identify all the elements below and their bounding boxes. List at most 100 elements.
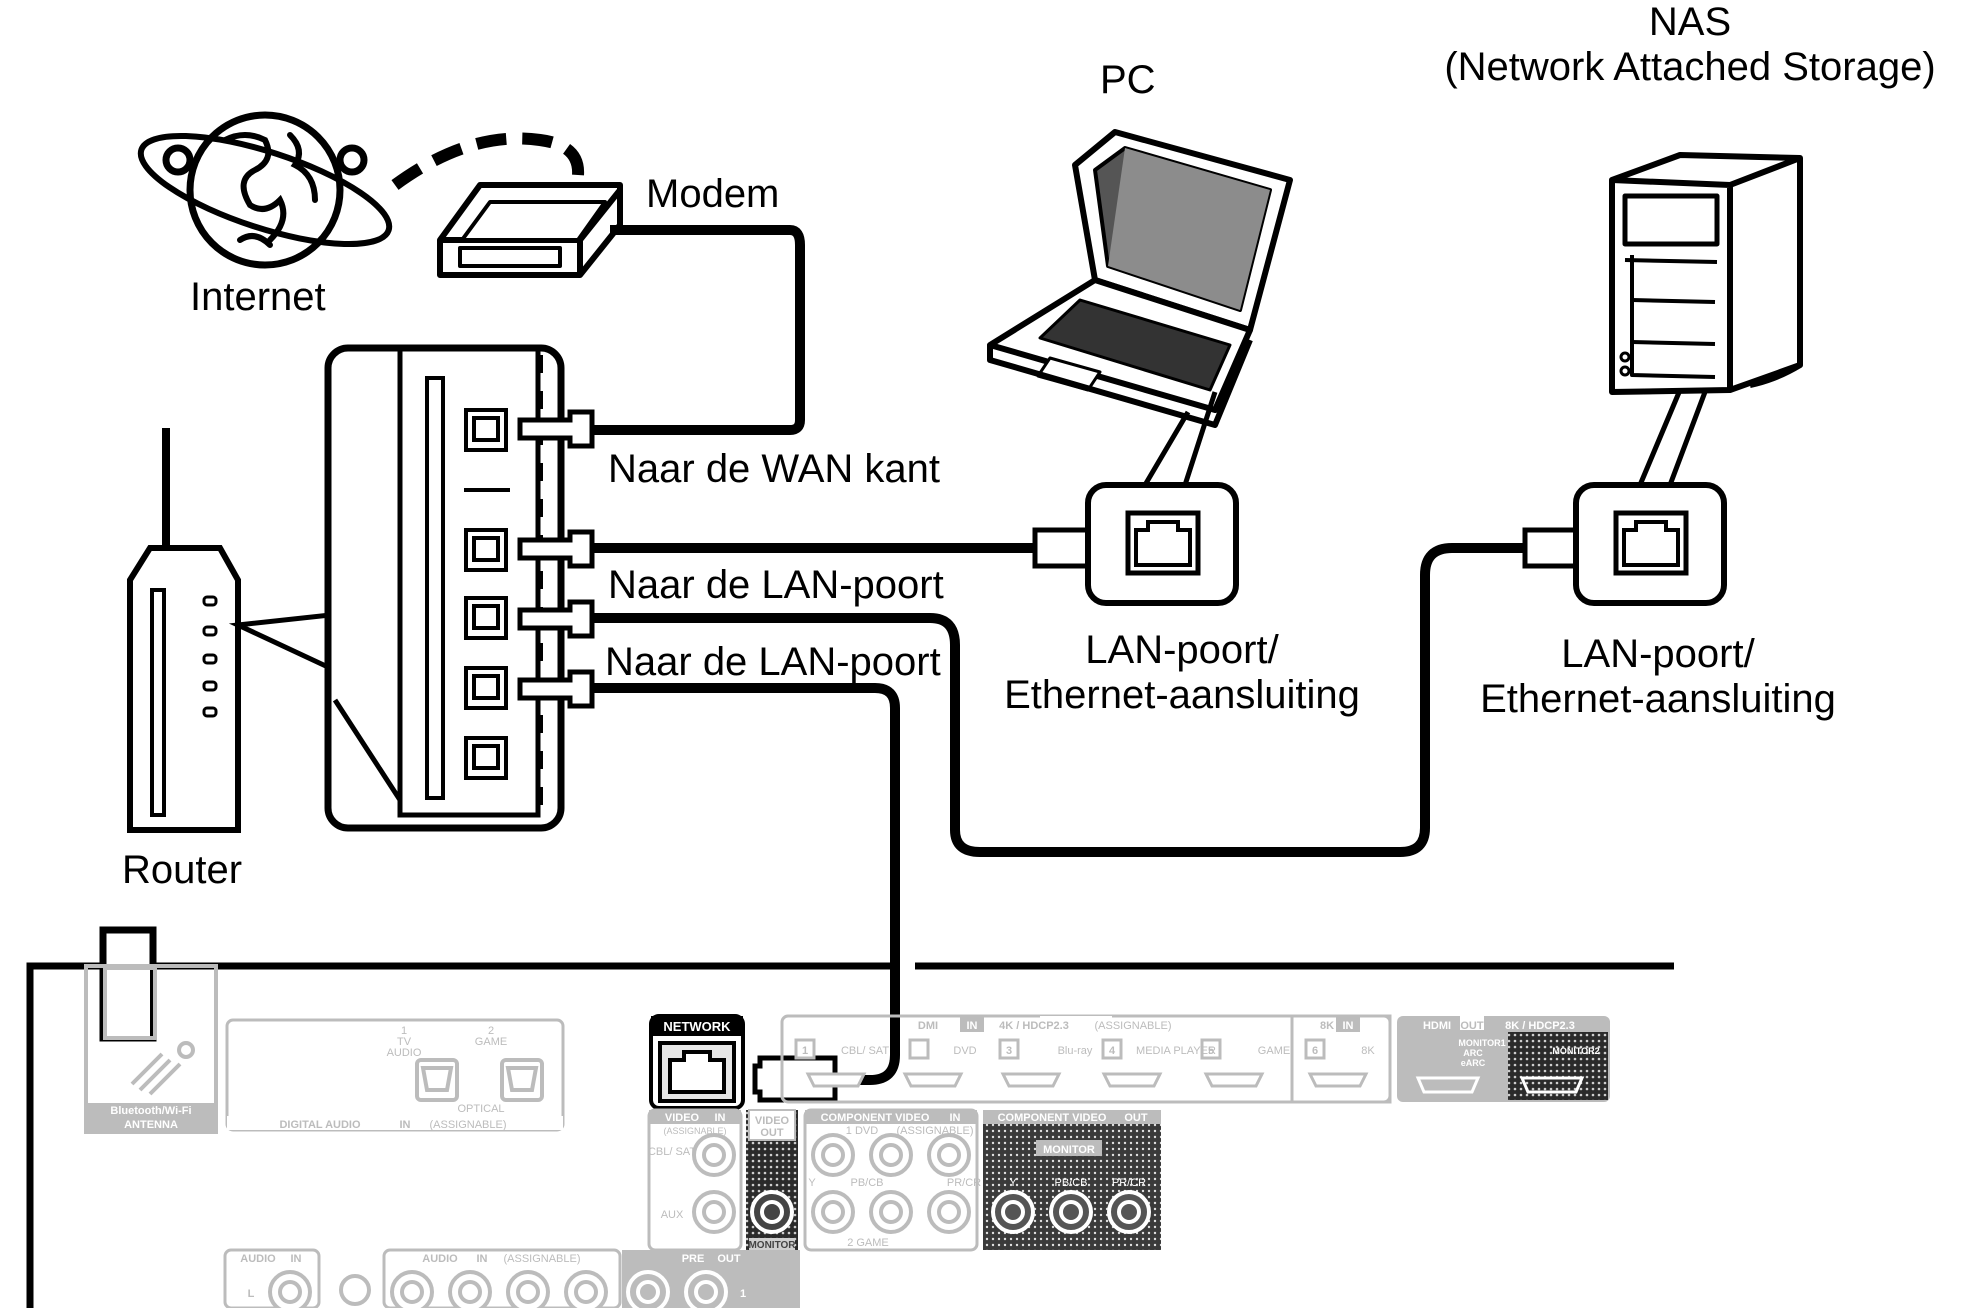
hdmi-monitor1: MONITOR1 [1458, 1038, 1505, 1048]
receiver-back-panel [26, 926, 1674, 1308]
pc-lan-port-label-line1: LAN-poort/ [1085, 628, 1279, 672]
hdmi-input-dvd: DVD [953, 1045, 976, 1057]
digital-audio-in-badge: IN [400, 1119, 411, 1131]
video-in-aux: AUX [661, 1209, 684, 1221]
lan-port-label-1: Naar de LAN-poort [608, 563, 944, 607]
video-out-badge: OUT [760, 1127, 784, 1139]
router-ports [464, 408, 508, 780]
globe-icon [137, 111, 393, 269]
nas-lan-port-icon [1573, 482, 1727, 606]
game-label: GAME [475, 1036, 507, 1048]
hdmi-out-label: HDMI [1423, 1020, 1451, 1032]
nas-label-line1: NAS [1648, 0, 1732, 44]
antenna-icon [130, 1041, 195, 1096]
tv-audio-label-2: AUDIO [387, 1047, 422, 1059]
component-out-pb: PB/CB [1054, 1177, 1087, 1189]
modem-label: Modem [646, 172, 780, 216]
component-in-pb: PB/CB [850, 1177, 883, 1189]
router-device [127, 428, 241, 833]
pc-label: PC [1100, 58, 1156, 102]
hdmi-arc: ARC [1463, 1048, 1483, 1058]
bt-antenna-label-1: Bluetooth/Wi-Fi [110, 1105, 191, 1117]
router-label: Router [122, 848, 243, 892]
hdmi-out-badge: OUT [1460, 1020, 1484, 1032]
component-out-badge: OUT [1124, 1112, 1148, 1124]
optical-label: OPTICAL [457, 1103, 504, 1115]
hdmi-earc: eARC [1461, 1058, 1486, 1068]
receiver-network-port-icon [668, 1050, 726, 1094]
hdmi-8k-in-badge: IN [1343, 1020, 1354, 1032]
hdmi-out-hdcp: 8K / HDCP2.3 [1505, 1020, 1575, 1032]
hdmi-8k-label: 8K [1320, 1020, 1334, 1032]
wan-side-label: Naar de WAN kant [608, 447, 940, 491]
audio-assignable-text: (ASSIGNABLE) [503, 1253, 580, 1265]
component-in-assignable: (ASSIGNABLE) [896, 1125, 973, 1137]
nas-lan-port-label-line2: Ethernet-aansluiting [1480, 676, 1836, 721]
tv-audio-label-1: TV [397, 1036, 412, 1048]
hdmi-input-num-6: 6 [1312, 1045, 1318, 1057]
component-in-game: 2 GAME [847, 1237, 889, 1249]
video-in-cbl-sat: CBL/ SAT [648, 1146, 696, 1158]
pre-out-label: PRE [682, 1253, 705, 1265]
lan-port-icon-1 [464, 528, 508, 572]
hdmi-input-num-5: 5 [1208, 1045, 1214, 1057]
hdmi-in-badge: IN [967, 1020, 978, 1032]
hdmi-input-num-3: 3 [1006, 1045, 1012, 1057]
nas-label: NAS (Network Attached Storage) [1420, 0, 1960, 90]
lan-port-icon-3 [464, 666, 508, 710]
nas-label-line2: (Network Attached Storage) [1444, 44, 1936, 89]
optical-jacks [415, 1058, 544, 1102]
nas-tower-icon [1609, 152, 1803, 486]
video-in-assignable: (ASSIGNABLE) [663, 1126, 726, 1136]
component-in-pr: PR/CR [947, 1177, 981, 1189]
nas-lan-port-label: LAN-poort/ Ethernet-aansluiting [1438, 632, 1878, 722]
hdmi-input-bluray: Blu-ray [1058, 1045, 1093, 1057]
receiver-panel-labels: NETWORK Bluetooth/Wi-Fi ANTENNA 1 TV AUD… [110, 1019, 1599, 1300]
hdmi-hdcp-label: 4K / HDCP2.3 [999, 1020, 1069, 1032]
audio-in-l: L [248, 1288, 255, 1300]
wan-port-icon [464, 408, 508, 452]
internet-label: Internet [190, 275, 326, 319]
modem-device [437, 182, 623, 278]
pre-out-badge: OUT [717, 1253, 741, 1265]
game-num: 2 [488, 1025, 494, 1037]
nas-lan-port-label-line1: LAN-poort/ [1561, 632, 1755, 676]
network-label: NETWORK [663, 1019, 731, 1034]
pc-lan-port-label: LAN-poort/ Ethernet-aansluiting [962, 628, 1402, 718]
hdmi-input-num-4: 4 [1109, 1045, 1116, 1057]
tv-audio-num: 1 [401, 1025, 407, 1037]
hdmi-monitor2: MONITOR2 [1552, 1046, 1599, 1056]
video-in-badge: IN [715, 1112, 726, 1124]
hdmi-input-game: GAME [1258, 1045, 1290, 1057]
lan-port-label-2: Naar de LAN-poort [605, 640, 941, 684]
component-out-monitor: MONITOR [1043, 1144, 1095, 1156]
component-in-y: Y [808, 1177, 816, 1189]
digital-audio-assignable: (ASSIGNABLE) [429, 1119, 506, 1131]
component-out-pr: PR/CR [1112, 1177, 1146, 1189]
hdmi-in-label: DMI [918, 1020, 938, 1032]
laptop-icon [987, 129, 1293, 487]
pc-lan-port-label-line2: Ethernet-aansluiting [1004, 672, 1360, 717]
hdmi-input-num-1: 1 [802, 1045, 808, 1057]
hdmi-input-cbl-sat: CBL/ SAT [841, 1045, 889, 1057]
video-out-monitor: MONITOR [748, 1240, 796, 1251]
router-plugs [517, 409, 595, 709]
bt-antenna-label-2: ANTENNA [124, 1119, 178, 1131]
component-in-dvd: 1 DVD [846, 1125, 878, 1137]
hdmi-assignable: (ASSIGNABLE) [1094, 1020, 1171, 1032]
component-out-y: Y [1009, 1177, 1017, 1189]
component-out-label: COMPONENT VIDEO [998, 1112, 1107, 1124]
audio-in-label: AUDIO [240, 1253, 276, 1265]
lan-port-icon-2 [464, 596, 508, 640]
audio-in-badge: IN [291, 1253, 302, 1265]
hdmi-input-media-player: MEDIA PLAYER [1136, 1045, 1216, 1057]
receiver-cable-plug [752, 1055, 838, 1103]
component-in-badge: IN [950, 1112, 961, 1124]
pre-out-one: 1 [740, 1288, 746, 1300]
video-out-label: VIDEO [755, 1115, 790, 1127]
audio-assignable-label: AUDIO [422, 1253, 458, 1265]
pc-lan-port-icon [1085, 482, 1239, 606]
lan-port-icon-4 [464, 736, 508, 780]
